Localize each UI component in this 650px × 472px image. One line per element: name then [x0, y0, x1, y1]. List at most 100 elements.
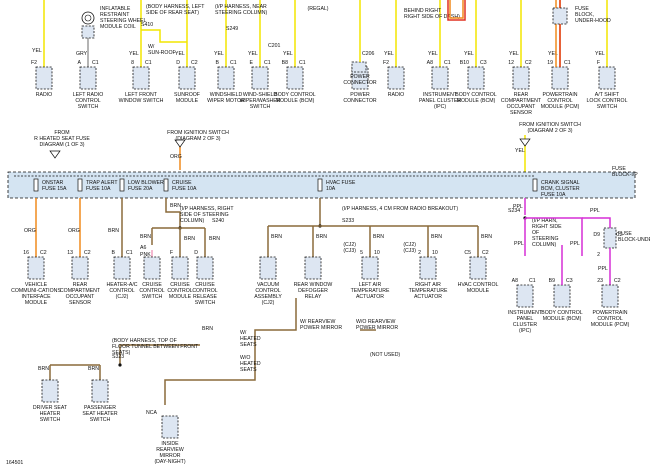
fuse-icon [163, 178, 169, 192]
w-sunroof-label: W/SUN-ROOF [148, 44, 176, 56]
wire-color-label: YEL [509, 51, 519, 57]
fuse-block-box [603, 227, 617, 249]
component-box [387, 66, 405, 90]
component-box [469, 256, 487, 280]
coil-icon [84, 14, 92, 22]
connector-label: C1 [299, 60, 306, 66]
wire-color-label: BRN [184, 236, 195, 242]
pin-label: D9 [593, 232, 600, 238]
pin-label: 5 [360, 250, 363, 256]
pin-label: A [78, 60, 82, 66]
wire-color-label: BRN [170, 203, 181, 209]
wire-color-label: BRN [481, 234, 492, 240]
splice-label: S233 [342, 218, 354, 224]
wire-color-label: BRN [271, 234, 282, 240]
component-box [553, 284, 571, 308]
connector-label: C2 [525, 60, 532, 66]
connector-label: C2 [84, 250, 91, 256]
wire-color-label: YEL [32, 48, 42, 54]
pin-label: B [112, 250, 116, 256]
wire-color-label: PNK [140, 252, 151, 258]
wire-color-label: BRN [38, 366, 49, 372]
pin-label: 8 [131, 60, 134, 66]
connector-label: C1 [126, 250, 133, 256]
pin-label: B9 [549, 278, 555, 284]
connector-label: C1 [92, 60, 99, 66]
pin-label: E [250, 60, 254, 66]
wire-color-label: BRN [431, 234, 442, 240]
pin-label: F2 [31, 60, 37, 66]
component-label: RADIO [36, 92, 52, 98]
wire-color-label: BRN [202, 326, 213, 332]
wire [141, 29, 187, 43]
component-box [81, 25, 95, 39]
wire-color-label: BRN [88, 366, 99, 372]
nca-label: NCA [146, 410, 157, 416]
connector-label: C2 [40, 250, 47, 256]
pin-label: B [216, 60, 220, 66]
component-box [516, 284, 534, 308]
wire-color-label: BRN [316, 234, 327, 240]
pin-label: D [176, 60, 180, 66]
component-box [217, 66, 235, 90]
wire [165, 198, 181, 228]
cj-label: (CJ2) [343, 242, 356, 248]
wire [447, 0, 466, 21]
splice-label: S249 [226, 26, 238, 32]
wire-color-label: BRN [373, 234, 384, 240]
component-box [178, 66, 196, 90]
wire-color-label: YEL [248, 51, 258, 57]
ignition-source-label: FROM IGNITION SWITCH(DIAGRAM 2 OF 3) [167, 130, 229, 142]
splice-label: S240 [212, 218, 224, 224]
connector-label: C2 [616, 232, 623, 238]
component-box [551, 66, 569, 90]
wire [164, 298, 297, 405]
wire-color-label: YEL [464, 51, 474, 57]
wire-color-label: PPL [570, 241, 580, 247]
wire-color-label: GRY [76, 51, 88, 57]
connector-label: C1 [564, 60, 571, 66]
component-box [196, 256, 214, 280]
component-box [304, 256, 322, 280]
ignition-source-label: FROM IGNITION SWITCH(DIAGRAM 2 OF 3) [519, 122, 581, 134]
arrow-icon [174, 139, 186, 148]
component-box [171, 256, 189, 280]
component-box [91, 379, 109, 403]
wire-color-label: ORG [68, 228, 80, 234]
component-box [512, 66, 530, 90]
wire-color-label: YEL [175, 51, 185, 57]
wire-color-label: YEL [428, 51, 438, 57]
pin-label: A6 [140, 245, 146, 251]
connector-label: C3 [566, 278, 573, 284]
component-box [251, 66, 269, 90]
wire-color-label: PPL [598, 266, 608, 272]
component-box [419, 256, 437, 280]
splice-dot [118, 363, 122, 367]
wire-color-label: YEL [384, 51, 394, 57]
pin-label: 16 [23, 250, 29, 256]
